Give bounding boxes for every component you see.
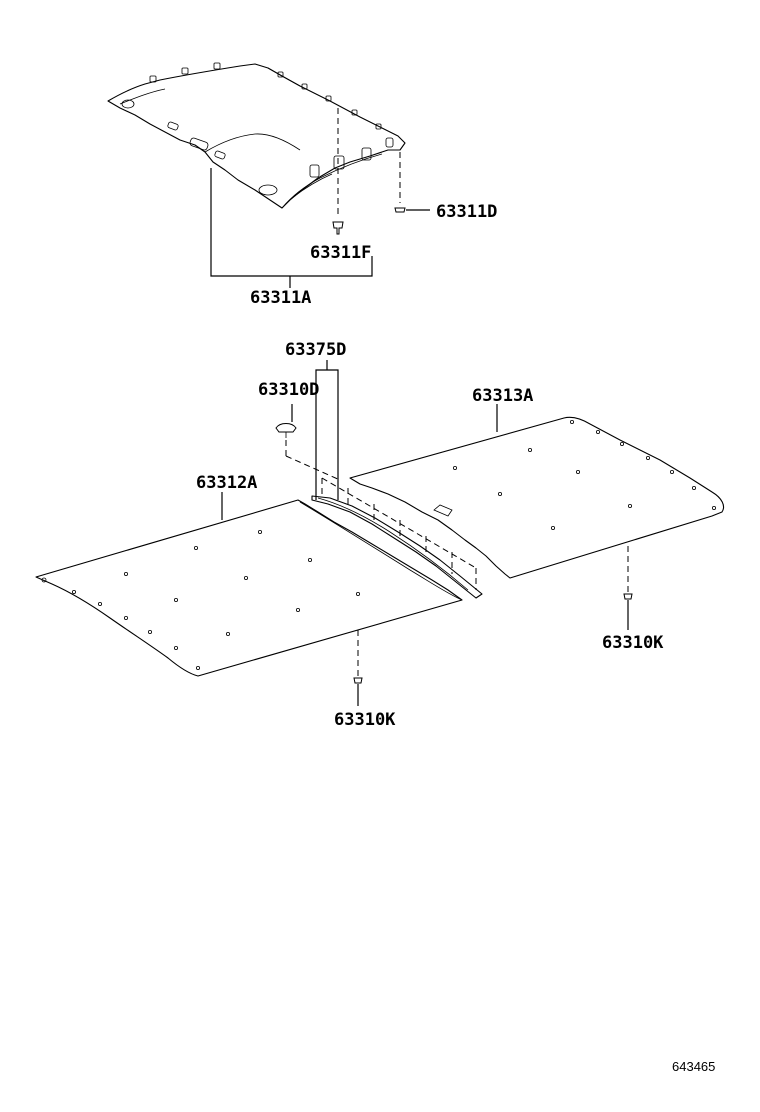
headliner-assembly-drawing (107, 62, 406, 209)
front-board-drawing (349, 416, 725, 579)
clip-k-right-fastener (623, 593, 633, 600)
label-clip-f: 63311F (310, 243, 371, 263)
label-retainer: 63375D (285, 340, 346, 360)
label-headliner-assy: 63311A (250, 288, 311, 308)
retainer-strip (311, 495, 483, 599)
label-clip-k-left: 63310K (334, 710, 396, 730)
clip-d-fastener (394, 207, 406, 213)
clip-f-fastener (332, 221, 344, 235)
clip-center-fastener (275, 423, 297, 438)
label-clip-k-right: 63310K (602, 633, 664, 653)
clip-k-left-fastener (353, 677, 363, 684)
front-board-holes (452, 419, 717, 531)
rear-board-holes (41, 530, 360, 671)
rear-board-drawing (35, 499, 463, 677)
label-rear-board: 63312A (196, 473, 257, 493)
retainer-clip-dashes (321, 477, 477, 590)
label-clip-d: 63311D (436, 202, 497, 222)
label-clip-center: 63310D (258, 380, 319, 400)
figure-number: 643465 (672, 1059, 715, 1074)
headliner-assy-bracket (210, 168, 373, 277)
clip-center-dash-b (285, 455, 341, 481)
label-front-board: 63313A (472, 386, 533, 406)
